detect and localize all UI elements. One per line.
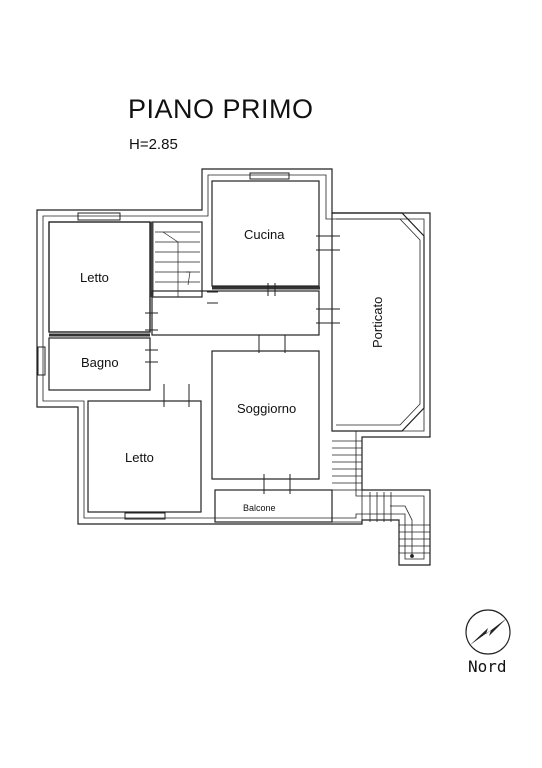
compass-label: Nord [468, 657, 507, 676]
external-stairs [369, 492, 430, 558]
label-balcone: Balcone [243, 503, 276, 513]
label-letto-1: Letto [80, 270, 109, 285]
label-cucina: Cucina [244, 227, 285, 242]
plan-title: PIANO PRIMO [128, 94, 314, 124]
room-soggiorno [211, 350, 320, 480]
porch-stairs [332, 440, 362, 484]
label-soggiorno: Soggiorno [237, 401, 296, 416]
openings [37, 172, 340, 520]
inner-outer-wall [42, 174, 425, 560]
label-porticato: Porticato [370, 297, 385, 348]
room-letto-1 [48, 221, 151, 333]
room-porticato [331, 212, 425, 432]
staircase [151, 221, 203, 298]
north-arrow-icon [465, 609, 511, 655]
label-bagno: Bagno [81, 355, 119, 370]
room-bagno [48, 337, 151, 391]
corridor [151, 290, 320, 336]
room-cucina [211, 180, 320, 287]
outer-wall [36, 168, 431, 566]
label-letto-2: Letto [125, 450, 154, 465]
interior-stairs [155, 231, 200, 297]
room-letto-2 [87, 400, 202, 513]
ceiling-height: H=2.85 [129, 136, 178, 153]
